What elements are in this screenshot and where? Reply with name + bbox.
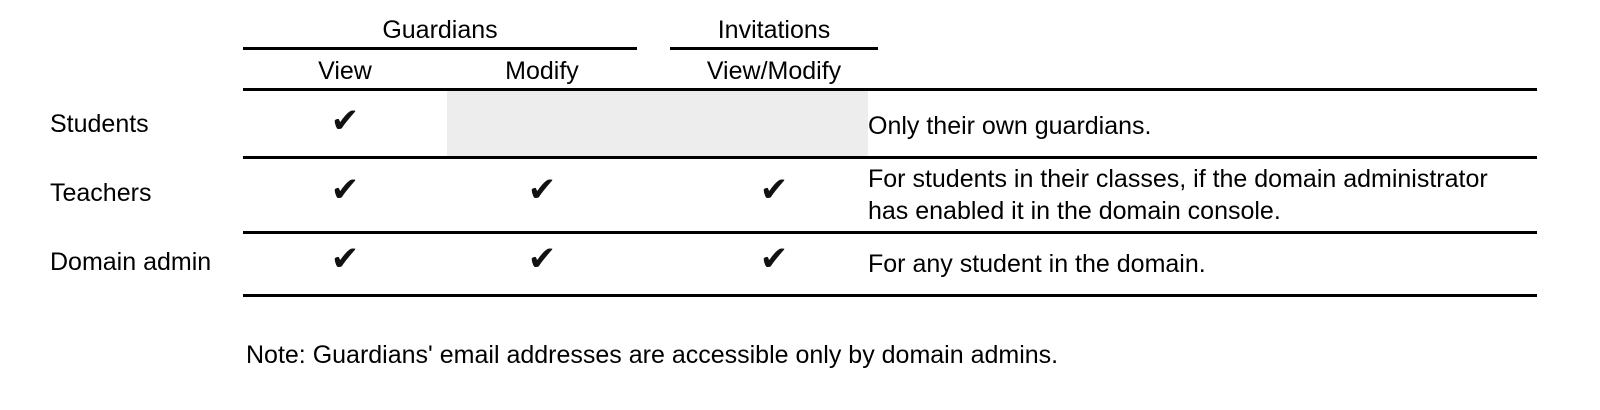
column-header-invitations-view-modify: View/Modify — [706, 57, 842, 85]
table-footnote: Note: Guardians' email addresses are acc… — [246, 341, 1059, 369]
cell-students-description: Only their own guardians. — [868, 110, 1528, 142]
row-header-teachers: Teachers — [50, 179, 152, 207]
table-rule-bottom — [243, 294, 1537, 297]
cell-teachers-description: For students in their classes, if the do… — [868, 163, 1528, 227]
cell-teachers-guardians-modify-check: ✔ — [527, 170, 557, 210]
cell-teachers-description-line-2: has enabled it in the domain console. — [868, 197, 1281, 225]
column-header-guardians-view: View — [318, 57, 372, 85]
row-header-students: Students — [50, 110, 149, 138]
cell-teachers-description-line-1: For students in their classes, if the do… — [868, 165, 1488, 193]
column-group-guardians-label: Guardians — [382, 16, 498, 44]
table-rule-after-students — [243, 156, 1537, 159]
cell-domain-admin-invitations-check: ✔ — [759, 239, 789, 279]
table-rule-header-bottom — [243, 88, 1537, 91]
table-sub-header-row: View Modify View/Modify — [0, 54, 1600, 88]
cell-domain-admin-guardians-modify-check: ✔ — [527, 239, 557, 279]
column-group-invitations-label: Invitations — [717, 16, 831, 44]
table-rule-after-teachers — [243, 231, 1537, 234]
table-group-header-row: Guardians Invitations — [0, 12, 1600, 48]
cell-domain-admin-guardians-view-check: ✔ — [330, 239, 360, 279]
cell-domain-admin-description-line-1: For any student in the domain. — [868, 250, 1206, 278]
column-group-invitations-rule — [670, 47, 878, 50]
cell-students-guardians-view-check: ✔ — [330, 101, 360, 141]
cell-students-description-line-1: Only their own guardians. — [868, 112, 1152, 140]
cell-students-unavailable-shading — [447, 91, 868, 156]
row-header-domain-admin: Domain admin — [50, 248, 212, 276]
column-group-guardians-rule — [243, 47, 637, 50]
cell-teachers-invitations-check: ✔ — [759, 170, 789, 210]
cell-teachers-guardians-view-check: ✔ — [330, 170, 360, 210]
cell-domain-admin-description: For any student in the domain. — [868, 248, 1528, 280]
column-header-guardians-modify: Modify — [505, 57, 579, 85]
